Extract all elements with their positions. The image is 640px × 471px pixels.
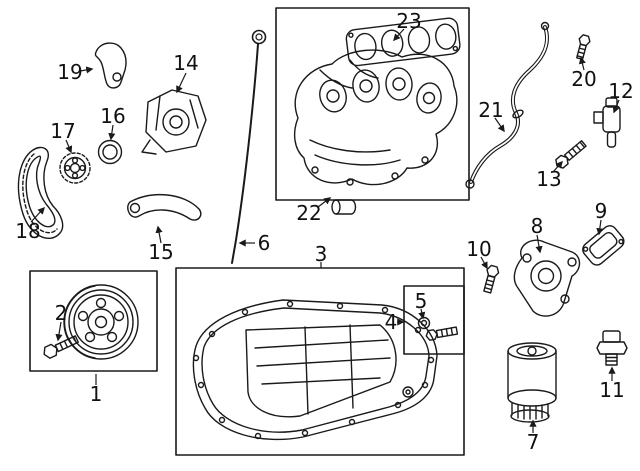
callout-14: 14 bbox=[173, 51, 198, 75]
seal-art bbox=[99, 141, 122, 164]
solenoid-art bbox=[594, 98, 620, 147]
callout-16: 16 bbox=[100, 104, 125, 128]
callout-22: 22 bbox=[296, 201, 321, 225]
crankshaft-pulley-art bbox=[64, 285, 138, 359]
oil-pump-art bbox=[142, 90, 206, 154]
adapter-gasket-art bbox=[580, 223, 627, 268]
oil-pan-art bbox=[193, 300, 437, 439]
callout-2: 2 bbox=[55, 301, 68, 325]
callout-8: 8 bbox=[531, 214, 544, 238]
callout-13: 13 bbox=[536, 167, 561, 191]
hardware-box bbox=[404, 286, 464, 354]
bolt-13-art bbox=[553, 139, 587, 170]
chain-guide-art bbox=[128, 195, 201, 220]
callout-19: 19 bbox=[57, 60, 82, 84]
bolt-5-art bbox=[425, 326, 457, 341]
callout-11: 11 bbox=[599, 378, 624, 402]
manifold-gasket-art bbox=[345, 17, 461, 66]
callout-17: 17 bbox=[50, 119, 75, 143]
pulley-box bbox=[30, 271, 157, 371]
tensioner-arm-art bbox=[95, 43, 126, 88]
manifold-box bbox=[276, 8, 469, 200]
callout-20: 20 bbox=[571, 67, 596, 91]
callout-21: 21 bbox=[478, 98, 503, 122]
bolt-2-art bbox=[42, 334, 80, 360]
bolt-10-art bbox=[481, 265, 500, 294]
diagram-artwork bbox=[18, 8, 627, 455]
callout-23: 23 bbox=[396, 9, 421, 33]
callout-5: 5 bbox=[415, 289, 428, 313]
callout-9: 9 bbox=[595, 199, 608, 223]
intake-manifold-art bbox=[295, 50, 457, 214]
callout-12: 12 bbox=[608, 79, 633, 103]
washer-art bbox=[419, 318, 430, 329]
hose-tube-art bbox=[466, 23, 549, 189]
callout-18: 18 bbox=[15, 219, 40, 243]
dipstick-art bbox=[232, 31, 266, 264]
callout-15: 15 bbox=[148, 240, 173, 264]
leader-lines bbox=[30, 28, 620, 433]
callout-labels: 1 2 3 4 5 6 7 8 9 10 11 12 13 14 15 16 1… bbox=[15, 9, 633, 454]
callout-6: 6 bbox=[258, 231, 271, 255]
callout-10: 10 bbox=[466, 237, 491, 261]
sprocket-art bbox=[60, 153, 90, 183]
oil-filter-art bbox=[508, 343, 556, 422]
callout-1: 1 bbox=[90, 382, 103, 406]
bolt-20-art bbox=[574, 34, 591, 60]
oil-pan-box bbox=[176, 268, 464, 455]
callout-7: 7 bbox=[527, 430, 540, 454]
group-boxes bbox=[30, 8, 469, 455]
pressure-sensor-art bbox=[597, 331, 627, 365]
callout-4: 4 bbox=[385, 310, 398, 334]
callout-3: 3 bbox=[315, 242, 328, 266]
timing-chain-art bbox=[18, 147, 62, 238]
filter-adapter-art bbox=[514, 240, 579, 316]
